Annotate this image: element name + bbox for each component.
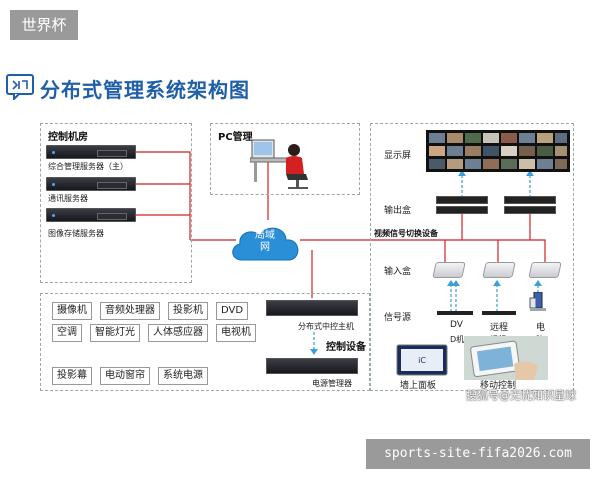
mobile-control-label: 移动控制 xyxy=(480,381,517,391)
output-box-1a xyxy=(436,196,488,204)
display-screen-label: 显示屏 xyxy=(384,151,412,161)
control-equipment-title: 控制设备 xyxy=(326,342,366,353)
device-projector: 投影机 xyxy=(168,302,208,320)
power-manager xyxy=(266,358,358,374)
lan-cloud-icon xyxy=(232,227,299,261)
device-system-power: 系统电源 xyxy=(158,367,208,385)
control-room-panel xyxy=(40,123,192,283)
server-1-label: 综合管理服务器（主） xyxy=(48,162,128,171)
video-wall-screen xyxy=(426,130,570,172)
lan-label-line1: 局域 xyxy=(255,230,275,241)
control-host-label: 分布式中控主机 xyxy=(298,322,354,331)
source-remote: 远程 xyxy=(490,323,509,333)
wall-panel-icon: iC xyxy=(396,344,448,376)
device-audio-processor: 音频处理器 xyxy=(100,302,160,320)
device-electric-curtain: 电动窗帘 xyxy=(100,367,150,385)
devices-row-2: 空调 智能灯光 人体感应器 电视机 xyxy=(52,324,256,342)
watermark-text: 搜狐号@无忧知识星球 xyxy=(466,389,576,402)
computer-icon xyxy=(529,292,546,311)
category-tag: 世界杯 xyxy=(10,10,78,40)
server-3-label: 图像存储服务器 xyxy=(48,229,104,238)
chat-bubble-icon xyxy=(6,74,34,100)
display-system-panel xyxy=(370,123,574,391)
server-3 xyxy=(46,208,136,222)
device-dvd: DVD xyxy=(216,302,249,320)
arrowhead-output-2 xyxy=(526,170,534,176)
switch-device-label: 视频信号切换设备 xyxy=(374,229,438,238)
input-box-2 xyxy=(482,262,516,278)
device-smart-lighting: 智能灯光 xyxy=(90,324,140,342)
lan-label: 局域 网 xyxy=(250,230,280,254)
server-2-label: 通讯服务器 xyxy=(48,194,88,203)
control-room-title: 控制机房 xyxy=(48,132,88,143)
devices-row-3: 投影幕 电动窗帘 系统电源 xyxy=(52,367,208,385)
pc-management-panel xyxy=(210,123,360,195)
device-air-conditioner: 空调 xyxy=(52,324,82,342)
dv-player xyxy=(437,311,473,315)
operator-workstation-icon xyxy=(250,139,308,189)
server-2 xyxy=(46,177,136,191)
remote-video-device xyxy=(482,311,516,315)
page-title: 分布式管理系统架构图 xyxy=(40,78,250,102)
link-server-1 xyxy=(136,151,191,240)
server-1 xyxy=(46,145,136,159)
input-box-1 xyxy=(432,262,466,278)
svg-text:iC: iC xyxy=(418,356,426,365)
arrowhead-output-1 xyxy=(458,170,466,176)
signal-source-label: 信号源 xyxy=(384,313,412,323)
wall-panel-label: 墙上面板 xyxy=(400,381,437,391)
output-box-label: 输出盒 xyxy=(384,206,412,216)
device-projection-screen: 投影幕 xyxy=(52,367,92,385)
link-input-3 xyxy=(498,239,546,262)
input-box-label: 输入盒 xyxy=(384,267,412,277)
distributed-control-host xyxy=(266,300,358,316)
output-box-2a xyxy=(504,196,556,204)
lan-label-line2: 网 xyxy=(260,242,270,253)
power-manager-label: 电源管理器 xyxy=(312,379,352,388)
input-box-3 xyxy=(528,262,562,278)
output-box-1b xyxy=(436,206,488,214)
pc-management-title: PC管理 xyxy=(218,132,253,143)
source-dv: DV xyxy=(450,320,463,330)
devices-row-1: 摄像机 音频处理器 投影机 DVD xyxy=(52,302,249,320)
mobile-control-tablet-icon xyxy=(464,336,548,380)
source-dv-machine: D机 xyxy=(450,335,465,344)
devices-panel xyxy=(40,293,370,391)
output-box-2b xyxy=(504,206,556,214)
device-motion-sensor: 人体感应器 xyxy=(148,324,208,342)
source-computer-1: 电 xyxy=(536,323,546,333)
device-tv: 电视机 xyxy=(216,324,256,342)
device-camera: 摄像机 xyxy=(52,302,92,320)
footer-site-url[interactable]: sports-site-fifa2026.com xyxy=(366,439,590,469)
